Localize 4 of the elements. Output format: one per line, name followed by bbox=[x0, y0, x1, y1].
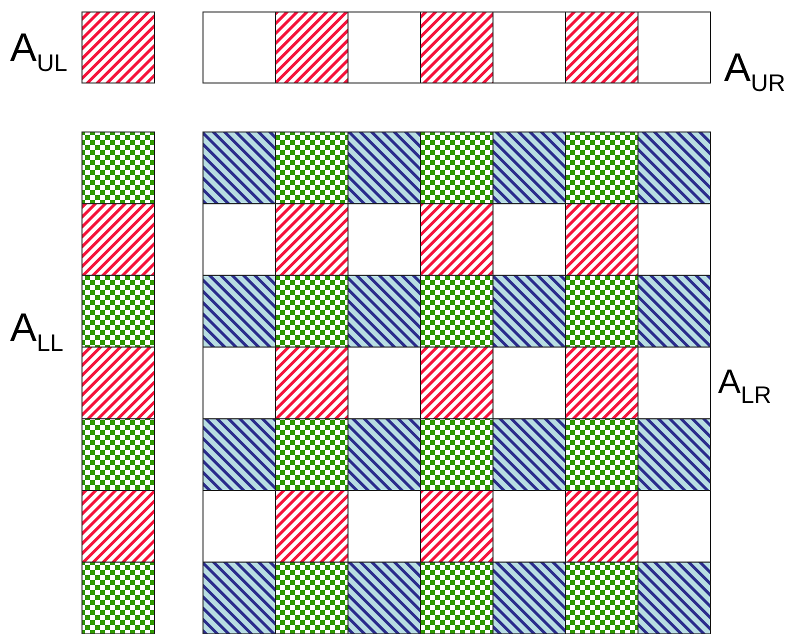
matrix-label: A$_{LR}$ bbox=[718, 365, 772, 408]
matrix-label: A$_{LL}$ bbox=[10, 308, 64, 356]
matrix-label: A$_{UL}$ bbox=[10, 28, 68, 76]
matrix-label: A$_{UR}$ bbox=[724, 48, 786, 96]
